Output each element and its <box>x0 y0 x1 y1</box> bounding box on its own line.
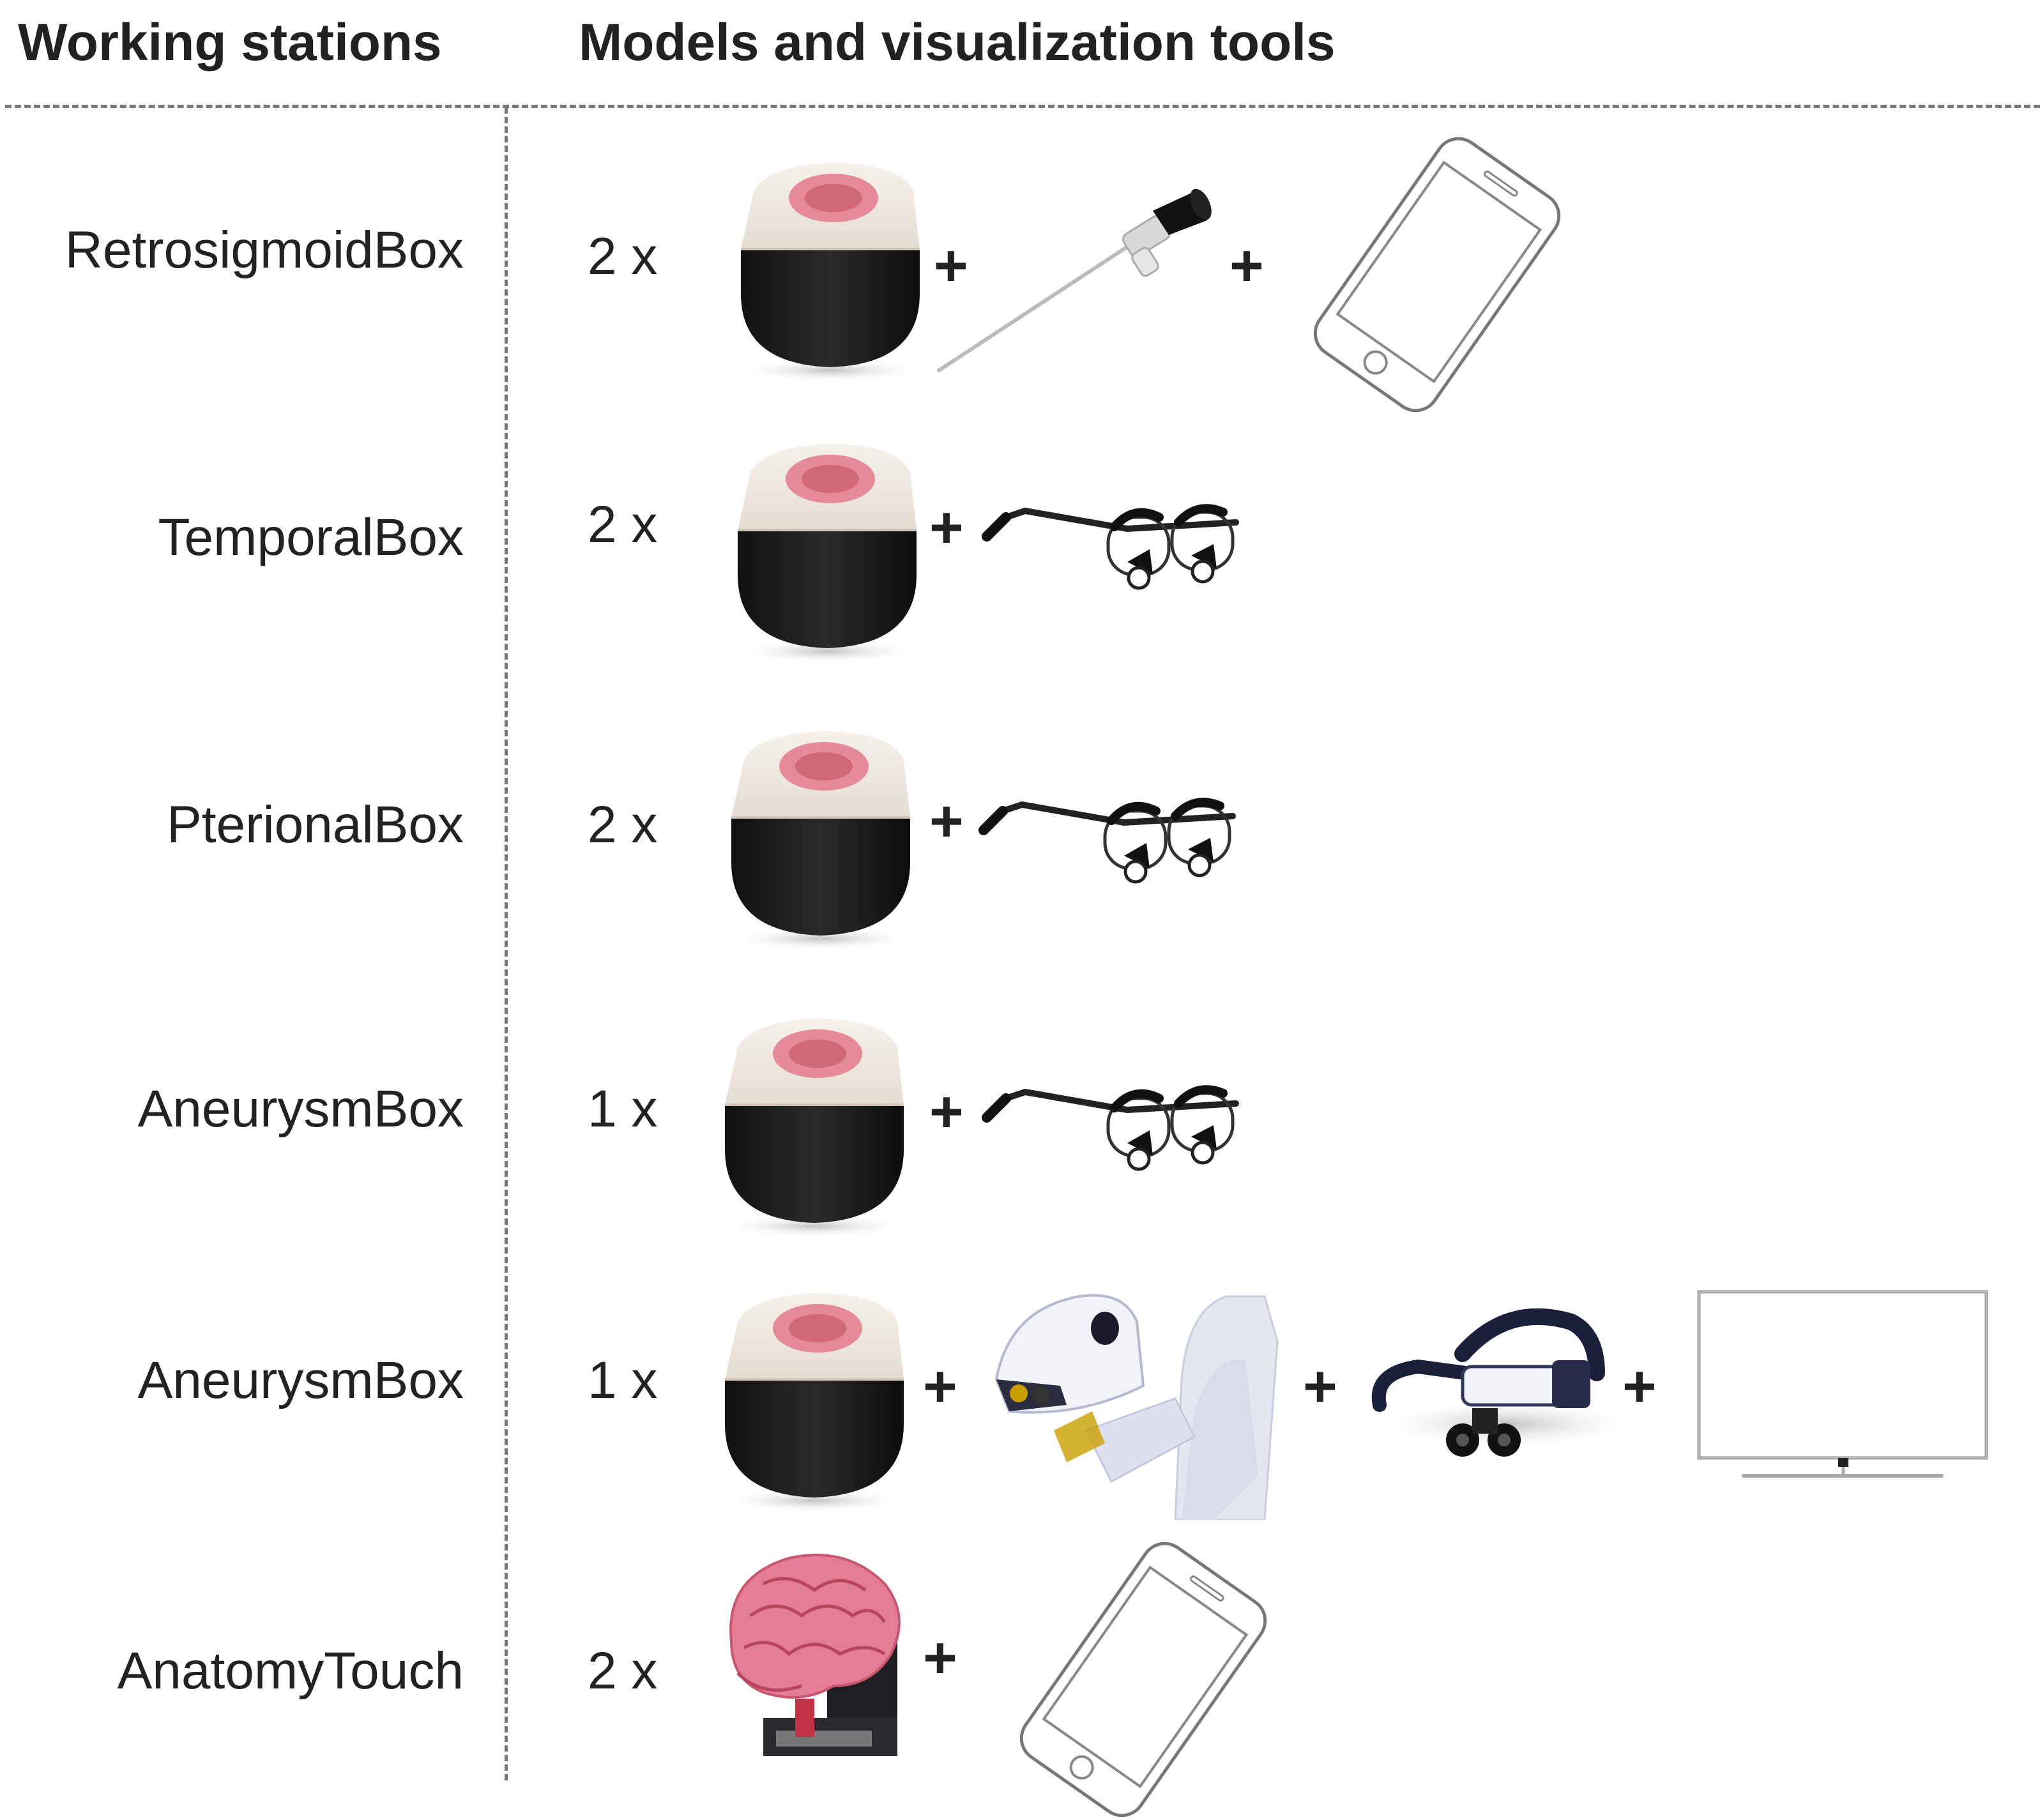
station-label: AnatomyTouch <box>117 1642 464 1700</box>
station-label: PterionalBox <box>167 796 464 854</box>
count-label: 1 x <box>588 1080 658 1138</box>
count-label: 2 x <box>588 1642 658 1700</box>
cube-model-icon <box>725 434 929 664</box>
plus-sign: + <box>1303 1354 1337 1419</box>
cube-model-icon <box>719 722 923 952</box>
loupe-glasses-icon <box>980 473 1249 600</box>
header-models-tools: Models and visualization tools <box>579 13 1336 72</box>
station-label: RetrosigmoidBox <box>65 221 464 279</box>
station-label: AneurysmBox <box>137 1351 464 1409</box>
cube-model-icon <box>728 153 932 383</box>
brain-model-icon <box>725 1545 917 1763</box>
headset-loupe-icon <box>1367 1296 1616 1469</box>
loupe-glasses-icon <box>980 1054 1249 1181</box>
cube-model-icon <box>712 1009 917 1239</box>
plus-sign: + <box>923 1354 957 1419</box>
column-divider <box>505 107 508 1780</box>
plus-sign: + <box>934 233 968 298</box>
header-working-stations: Working stations <box>18 13 442 72</box>
plus-sign: + <box>923 1625 957 1690</box>
smartphone-icon <box>1009 1539 1277 1820</box>
count-label: 2 x <box>588 496 658 554</box>
plus-sign: + <box>929 495 964 560</box>
plus-sign: + <box>1229 233 1264 298</box>
plus-sign: + <box>929 789 964 854</box>
plus-sign: + <box>1622 1354 1657 1419</box>
count-label: 2 x <box>588 796 658 854</box>
station-label: TemporalBox <box>158 508 464 566</box>
count-label: 1 x <box>588 1351 658 1409</box>
plus-sign: + <box>929 1079 964 1144</box>
count-label: 2 x <box>588 227 658 285</box>
cube-model-icon <box>712 1284 917 1513</box>
robotic-microscope-icon <box>984 1284 1284 1520</box>
endoscope-icon <box>932 185 1214 377</box>
header-divider <box>5 105 2040 108</box>
smartphone-icon <box>1303 134 1571 415</box>
loupe-glasses-icon <box>977 766 1245 894</box>
monitor-icon <box>1693 1287 1993 1485</box>
station-label: AneurysmBox <box>137 1080 464 1138</box>
